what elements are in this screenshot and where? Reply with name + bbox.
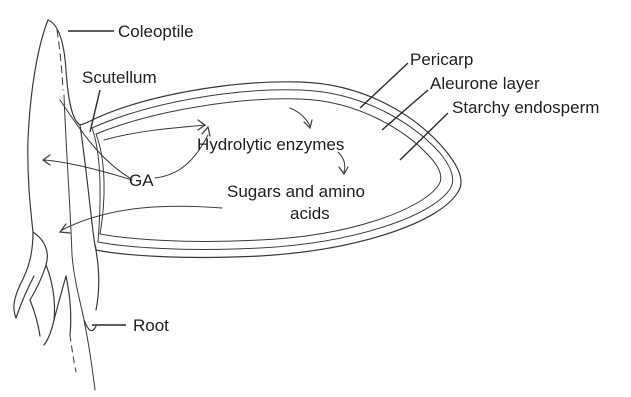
labels: Coleoptile Scutellum Pericarp Aleurone l… bbox=[82, 22, 599, 335]
label-sugars-line2: acids bbox=[290, 204, 330, 223]
label-coleoptile: Coleoptile bbox=[118, 22, 194, 41]
label-aleurone-layer: Aleurone layer bbox=[430, 74, 540, 93]
label-root: Root bbox=[133, 316, 169, 335]
label-sugars-line1: Sugars and amino bbox=[227, 182, 365, 201]
label-pericarp: Pericarp bbox=[410, 50, 473, 69]
roots bbox=[16, 232, 99, 372]
label-ga: GA bbox=[129, 171, 154, 190]
label-starchy-endosperm: Starchy endosperm bbox=[452, 98, 599, 117]
label-scutellum: Scutellum bbox=[82, 68, 157, 87]
seed-layers bbox=[80, 82, 461, 258]
leader-pericarp bbox=[360, 63, 408, 108]
label-hydrolytic-enzymes: Hydrolytic enzymes bbox=[197, 135, 344, 154]
leader-aleurone bbox=[382, 90, 428, 130]
